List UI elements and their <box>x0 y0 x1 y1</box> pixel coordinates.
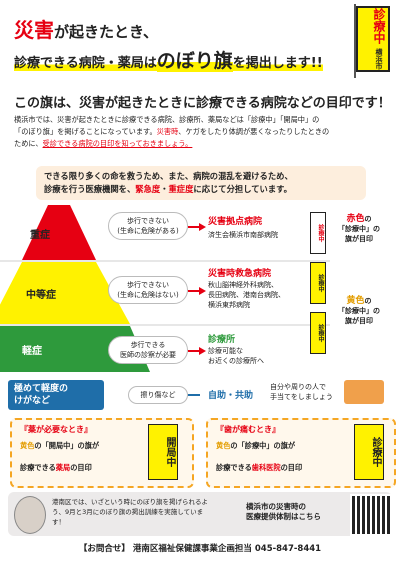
header-flag-text: 診療中 <box>372 8 386 45</box>
arrowhead-severe <box>199 223 206 231</box>
para-line-3a: ために、 <box>14 139 43 148</box>
red-mini-flag: 診療中 <box>310 212 326 254</box>
dental-yellow: 黄色 <box>216 441 231 450</box>
training-text: 港南区では、いざという時にのぼり旗を掲げられるよう、9月と3月にのぼり旗の掲出訓… <box>52 498 208 526</box>
tier-severe-pill: 歩行できない (生命に危険がある) <box>108 212 188 240</box>
pharmacy-title: 『薬が必要なとき』 <box>20 425 92 434</box>
side-yellow-rest: の 「診療中」の 旗が目印 <box>338 297 380 325</box>
tier-moderate-detail: 秋山脳神経外科病院、 長田病院、港南台病院、 横浜東邦病院 <box>208 281 285 309</box>
para-underlined: 受診できる病院の目印を知っておきましょう。 <box>42 139 193 148</box>
severity-pyramid <box>0 205 330 372</box>
notice-l2b: に応じて分担しています。 <box>193 184 292 194</box>
qr-code-icon[interactable] <box>350 494 392 536</box>
pharmacy-line-1: 黄色の「開局中」の旗が <box>20 440 99 452</box>
header-line1-rest: が起きたとき、 <box>54 23 158 41</box>
intro-paragraph: 横浜市では、災害が起きたときに診療できる病院、診療所、薬局などは「診療中」「開局… <box>14 114 389 150</box>
dental-l2a: 診療できる <box>216 463 252 472</box>
tier-severe-label: 重症 <box>30 230 50 241</box>
side-note-red: 赤色の 「診療中」の 旗が目印 <box>338 214 380 244</box>
pyramid-severe <box>22 205 96 260</box>
header-disaster-word: 災害 <box>14 18 54 42</box>
yellow-mini-flag-1: 診療中 <box>310 262 326 304</box>
notice-severity: 重症度 <box>168 184 194 194</box>
notice-l2a: 診療を行う医療機関を、 <box>44 184 136 194</box>
para-line-2b: 、ケガをしたり体調が悪くなったりしたときの <box>178 127 330 136</box>
pharmacy-sign: 開局中 <box>148 424 178 480</box>
dental-line-2: 診療できる歯科医院の目印 <box>216 462 302 474</box>
pharmacy-line-2: 診療できる薬局の目印 <box>20 462 92 474</box>
para-line-2a: 「のぼり旗」を掲げることになっています。 <box>14 127 157 136</box>
mild-category: 自助・共助 <box>208 391 254 401</box>
header-nobori: のぼり旗 <box>156 50 233 72</box>
training-info-box <box>8 492 392 536</box>
dental-line-1: 黄色の「診療中」の旗が <box>216 440 295 452</box>
dental-word: 歯科医院 <box>251 463 281 472</box>
tier-mild-category: 診療所 <box>208 335 236 345</box>
header-flag: 診療中 横浜市 <box>356 6 390 72</box>
pharmacy-l1b: の「開局中」の旗が <box>34 441 100 450</box>
first-aid-kit-icon <box>344 380 384 404</box>
yellow-mini-flag-2: 診療中 <box>310 312 326 354</box>
arrowhead-mild <box>199 347 206 355</box>
header-line2-b: を掲出します!! <box>232 56 323 71</box>
tier-moderate-category: 災害時救急病院 <box>208 269 272 279</box>
notice-box: できる限り多くの命を救うため、また、病院の混乱を避けるため、 診療を行う医療機関… <box>36 166 366 200</box>
side-red-word: 赤色 <box>346 214 365 224</box>
person-icon <box>14 496 46 534</box>
arrow-severe <box>188 226 200 228</box>
para-line-2: 「のぼり旗」を掲げることになっています。災害時、ケガをしたり体調が悪くなったりし… <box>14 126 389 138</box>
arrow-extremely-mild <box>188 394 200 396</box>
pharmacy-yellow: 黄色 <box>20 441 35 450</box>
side-red-rest: の 「診療中」の 旗が目印 <box>338 215 380 243</box>
para-disaster: 災害時 <box>156 127 179 136</box>
dental-sign: 診療中 <box>354 424 384 480</box>
tier-severe-detail: 済生会横浜市南部病院 <box>208 231 278 239</box>
tier-moderate-label: 中等症 <box>26 290 56 301</box>
qr-label: 横浜市の災害時の 医療提供体制はこちら <box>246 502 321 521</box>
arrow-moderate <box>188 290 200 292</box>
header-line2-a: 診療できる病院・薬局は <box>14 56 157 71</box>
para-line-3: ために、受診できる病院の目印を知っておきましょう。 <box>14 138 389 150</box>
notice-line-1: できる限り多くの命を救うため、また、病院の混乱を避けるため、 <box>44 171 293 181</box>
footer-label: 【お問合せ】 <box>78 544 130 554</box>
notice-urgency: 緊急度 <box>135 184 161 194</box>
tier-mild-detail: 診療可能な お近くの診療所へ <box>208 347 264 365</box>
para-line-1: 横浜市では、災害が起きたときに診療できる病院、診療所、薬局などは「診療中」「開局… <box>14 115 320 124</box>
header-line-1: 災害が起きたとき、 <box>14 14 158 43</box>
dental-l1b: の「診療中」の旗が <box>230 441 296 450</box>
side-yellow-word: 黄色 <box>346 296 365 306</box>
lead-title: この旗は、災害が起きたときに診療できる病院などの目印です！ <box>14 96 391 111</box>
pharmacy-l2b: の目印 <box>70 463 92 472</box>
pyramid-moderate <box>0 262 130 324</box>
mild-detail: 自分や周りの人で 手当てをしましょう <box>270 383 333 401</box>
pharmacy-l2a: 診療できる <box>20 463 56 472</box>
extremely-mild-label: 極めて軽度の けがなど <box>8 380 104 410</box>
footer-contact: 【お問合せ】 港南区福祉保健課事業企画担当 045-847-8441 <box>0 542 400 554</box>
tier-moderate-pill: 歩行できない (生命に危険はない) <box>108 276 188 304</box>
tier-mild-pill: 歩行できる 医師の診察が必要 <box>108 336 188 364</box>
arrow-mild <box>188 350 200 352</box>
tier-severe-category: 災害拠点病院 <box>208 217 263 227</box>
dental-l2b: の目印 <box>280 463 303 472</box>
header-flag-sub: 横浜市 <box>375 48 383 70</box>
notice-line-2: 診療を行う医療機関を、緊急度・重症度に応じて分担しています。 <box>44 183 358 196</box>
flag-pole <box>354 4 356 78</box>
dental-title: 『歯が痛むとき』 <box>216 425 280 434</box>
mild-pill: 擦り傷など <box>128 386 188 404</box>
arrowhead-moderate <box>199 287 206 295</box>
pharmacy-word: 薬局 <box>55 463 71 472</box>
footer-tel[interactable]: 045-847-8441 <box>254 544 322 554</box>
header-line-2: 診療できる病院・薬局はのぼり旗を掲出します!! <box>14 46 323 73</box>
notice-dot: ・ <box>160 184 169 194</box>
side-note-yellow: 黄色の 「診療中」の 旗が目印 <box>338 296 380 326</box>
footer-org: 港南区福祉保健課事業企画担当 <box>132 544 252 554</box>
tier-mild-label: 軽症 <box>22 346 42 357</box>
